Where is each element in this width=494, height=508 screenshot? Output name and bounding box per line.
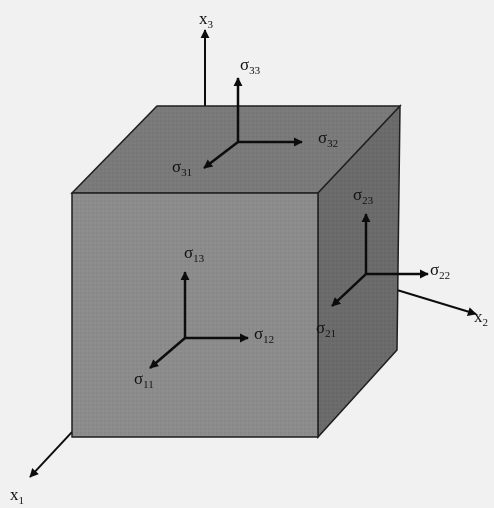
sigma-33-label: σ33 bbox=[240, 55, 261, 77]
sigma-11-arrow bbox=[149, 337, 186, 369]
sigma-32-label: σ32 bbox=[318, 128, 338, 150]
sigma-22-label: σ22 bbox=[430, 260, 450, 282]
x1-axis-label: x1 bbox=[10, 485, 24, 507]
cube-side-face-grain bbox=[318, 106, 400, 437]
cube-front-face-grain bbox=[72, 193, 318, 437]
cube-top-face-grain bbox=[72, 106, 400, 193]
sigma-13-label: σ13 bbox=[184, 243, 205, 265]
sigma-31-arrow bbox=[203, 141, 239, 169]
x2-axis-line bbox=[396, 289, 477, 316]
x1-axis-line bbox=[29, 431, 73, 478]
sigma-23-label: σ23 bbox=[353, 185, 374, 207]
x2-axis-label: x2 bbox=[474, 307, 488, 329]
sigma-12-label: σ12 bbox=[254, 324, 274, 346]
sigma-31-label: σ31 bbox=[172, 157, 192, 179]
sigma-21-label: σ21 bbox=[316, 318, 336, 340]
x3-axis-label: x3 bbox=[199, 9, 214, 31]
sigma-21-arrow bbox=[331, 273, 367, 307]
sigma-11-label: σ11 bbox=[134, 369, 154, 391]
